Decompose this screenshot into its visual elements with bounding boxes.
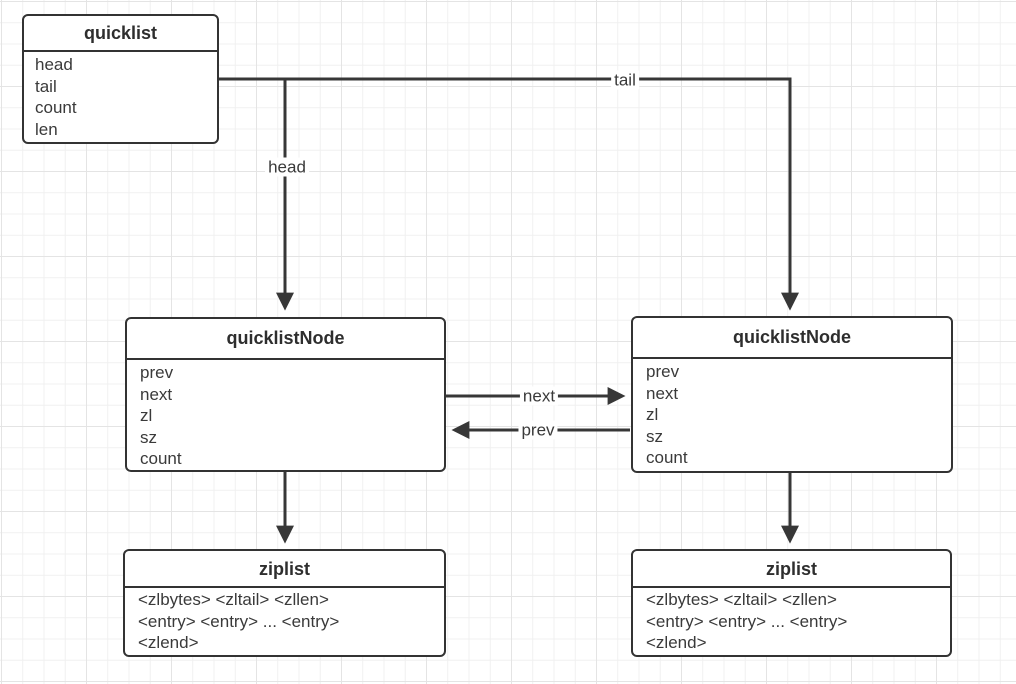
quicklist-box: quicklist head tail count len bbox=[22, 14, 219, 144]
quicklistnode-left-box: quicklistNode prev next zl sz count bbox=[125, 317, 446, 472]
field-row: count bbox=[646, 448, 688, 467]
ziplist-line: <zlend> bbox=[646, 633, 707, 652]
quicklistnode-right-fields: prev next zl sz count bbox=[633, 359, 951, 469]
ziplist-left-title: ziplist bbox=[125, 551, 444, 588]
next-edge-label: next bbox=[519, 386, 559, 406]
quicklistnode-left-title: quicklistNode bbox=[127, 319, 444, 360]
quicklist-fields: head tail count len bbox=[24, 52, 217, 140]
field-row: prev bbox=[140, 363, 174, 382]
prev-edge-label: prev bbox=[518, 420, 558, 440]
field-row: next bbox=[140, 384, 173, 404]
tail-edge-label: tail bbox=[611, 70, 639, 90]
field-row: tail bbox=[35, 76, 57, 96]
field-row: count bbox=[35, 98, 77, 117]
tail-edge bbox=[219, 77, 799, 311]
quicklist-title: quicklist bbox=[24, 16, 217, 52]
ziplist-left-lines: <zlbytes> <zltail> <zllen> <entry> <entr… bbox=[125, 588, 444, 654]
field-row: head bbox=[35, 55, 73, 74]
field-row: sz bbox=[140, 427, 157, 447]
field-row: zl bbox=[140, 406, 153, 425]
field-row: sz bbox=[646, 426, 663, 446]
ziplist-line: <zlbytes> <zltail> <zllen> bbox=[138, 590, 329, 609]
head-edge-label: head bbox=[265, 157, 309, 177]
ziplist-line: <zlend> bbox=[138, 633, 199, 652]
ziplist-line: <zlbytes> <zltail> <zllen> bbox=[646, 590, 837, 609]
ziplist-right-box: ziplist <zlbytes> <zltail> <zllen> <entr… bbox=[631, 549, 952, 657]
field-row: next bbox=[646, 383, 679, 403]
field-row: len bbox=[35, 119, 58, 139]
ziplist-right-lines: <zlbytes> <zltail> <zllen> <entry> <entr… bbox=[633, 588, 950, 654]
field-row: prev bbox=[646, 362, 680, 381]
quicklistnode-right-box: quicklistNode prev next zl sz count bbox=[631, 316, 953, 473]
ziplist-line: <entry> <entry> ... <entry> bbox=[646, 611, 848, 631]
ziplist-line: <entry> <entry> ... <entry> bbox=[138, 611, 340, 631]
field-row: zl bbox=[646, 405, 659, 424]
quicklistnode-left-fields: prev next zl sz count bbox=[127, 360, 444, 470]
quicklistnode-right-title: quicklistNode bbox=[633, 318, 951, 359]
field-row: count bbox=[140, 449, 182, 468]
ziplist-left-box: ziplist <zlbytes> <zltail> <zllen> <entr… bbox=[123, 549, 446, 657]
ziplist-right-title: ziplist bbox=[633, 551, 950, 588]
